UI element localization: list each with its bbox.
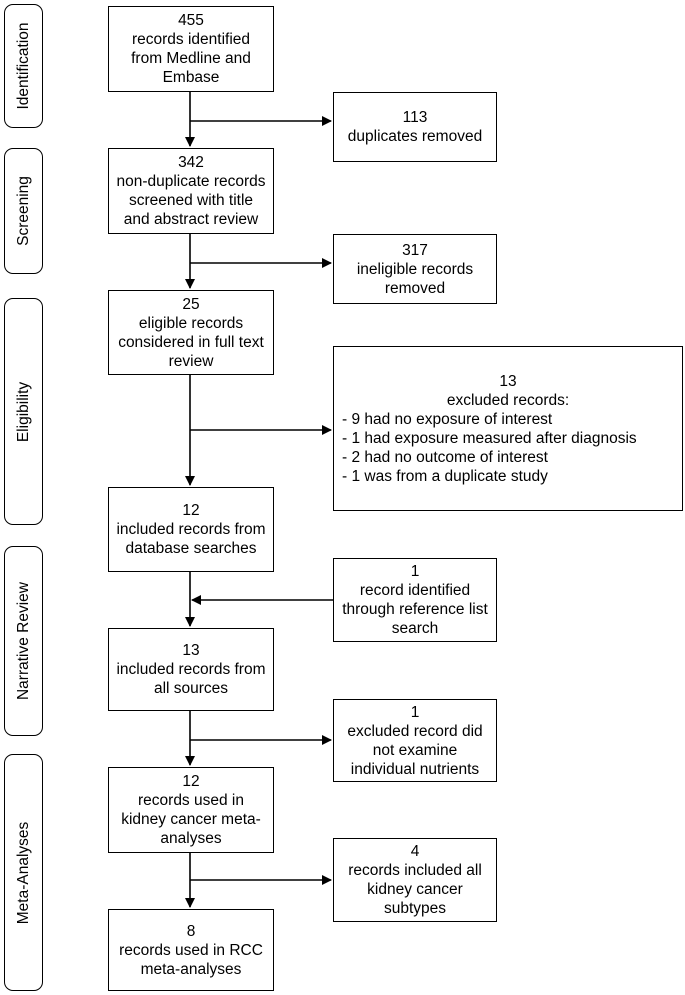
- box-line: excluded record did: [347, 722, 483, 740]
- box-all-subtypes-records: 4 records included all kidney cancer sub…: [333, 838, 497, 922]
- box-line: 1: [410, 563, 420, 580]
- box-line: through reference list: [342, 601, 488, 618]
- box-reference-list-record: 1 record identified through reference li…: [333, 558, 497, 642]
- box-line: 113: [402, 109, 428, 126]
- box-line: 342: [178, 154, 204, 171]
- exclusion-reason: - 1 had exposure measured after diagnosi…: [342, 429, 637, 447]
- box-line: 12: [182, 773, 200, 790]
- box-rcc-meta-analyses: 8 records used in RCC meta-analyses: [108, 909, 274, 991]
- box-line: individual nutrients: [350, 760, 480, 778]
- box-line: ineligible records: [356, 260, 474, 278]
- box-line: records included all: [348, 862, 482, 879]
- box-line: considered in full text: [118, 333, 264, 351]
- box-line: records used in: [138, 792, 244, 809]
- box-line: included records from: [116, 521, 266, 538]
- box-line: kidney cancer meta-: [121, 811, 261, 828]
- stage-label-text: Identification: [14, 22, 32, 110]
- box-line: records identified: [131, 31, 251, 48]
- box-no-nutrients-record: 1 excluded record did not examine indivi…: [333, 699, 497, 782]
- box-line: kidney cancer: [367, 881, 463, 898]
- box-line: 317: [402, 241, 428, 259]
- exclusion-reason: - 9 had no exposure of interest: [342, 410, 553, 428]
- box-line: Embase: [162, 69, 220, 86]
- exclusion-reason: - 2 had no outcome of interest: [342, 448, 548, 466]
- box-line: excluded records:: [446, 391, 570, 409]
- box-line: 12: [182, 502, 200, 519]
- stage-label-text: Eligibility: [14, 381, 32, 442]
- box-line: non-duplicate records: [116, 173, 266, 190]
- box-line: 13: [499, 372, 517, 390]
- box-line: 455: [178, 12, 204, 29]
- box-line: included records from: [116, 661, 266, 678]
- box-line: 8: [186, 922, 196, 940]
- box-line: record identified: [359, 582, 471, 599]
- box-line: subtypes: [383, 900, 447, 917]
- box-line: 25: [182, 295, 200, 313]
- stage-label-text: Narrative Review: [14, 581, 32, 701]
- box-eligible-records: 25 eligible records considered in full t…: [108, 290, 274, 375]
- box-excluded-records: 13 excluded records: - 9 had no exposure…: [333, 346, 683, 511]
- box-line: not examine: [372, 741, 458, 759]
- box-line: removed: [384, 279, 446, 297]
- box-line: screened with title: [128, 192, 254, 209]
- box-line: from Medline and: [131, 50, 251, 67]
- stage-label-text: Screening: [14, 176, 32, 246]
- box-line: meta-analyses: [140, 960, 242, 978]
- stage-eligibility: Eligibility: [4, 298, 43, 525]
- box-line: eligible records: [138, 314, 244, 332]
- box-included-database: 12 included records from database search…: [108, 487, 274, 572]
- box-records-identified: 455 records identified from Medline and …: [108, 6, 274, 92]
- exclusion-reason: - 1 was from a duplicate study: [342, 467, 548, 485]
- stage-label-text: Meta-Analyses: [14, 821, 32, 924]
- box-line: 4: [410, 843, 420, 860]
- stage-narrative-review: Narrative Review: [4, 546, 43, 736]
- box-ineligible-removed: 317 ineligible records removed: [333, 234, 497, 304]
- box-line: 13: [182, 642, 200, 659]
- box-line: 1: [410, 703, 420, 721]
- box-line: review: [168, 352, 214, 370]
- box-kidney-meta-analyses: 12 records used in kidney cancer meta- a…: [108, 767, 274, 853]
- box-included-all-sources: 13 included records from all sources: [108, 628, 274, 711]
- box-line: all sources: [153, 680, 229, 697]
- box-line: search: [391, 620, 439, 637]
- stage-identification: Identification: [4, 4, 43, 128]
- box-line: records used in RCC: [119, 941, 263, 959]
- stage-meta-analyses: Meta-Analyses: [4, 754, 43, 991]
- box-line: analyses: [160, 830, 222, 847]
- box-duplicates-removed: 113 duplicates removed: [333, 92, 497, 162]
- box-records-screened: 342 non-duplicate records screened with …: [108, 148, 274, 234]
- box-line: duplicates removed: [347, 128, 483, 145]
- box-line: and abstract review: [123, 211, 259, 228]
- box-line: database searches: [125, 540, 257, 557]
- stage-screening: Screening: [4, 148, 43, 274]
